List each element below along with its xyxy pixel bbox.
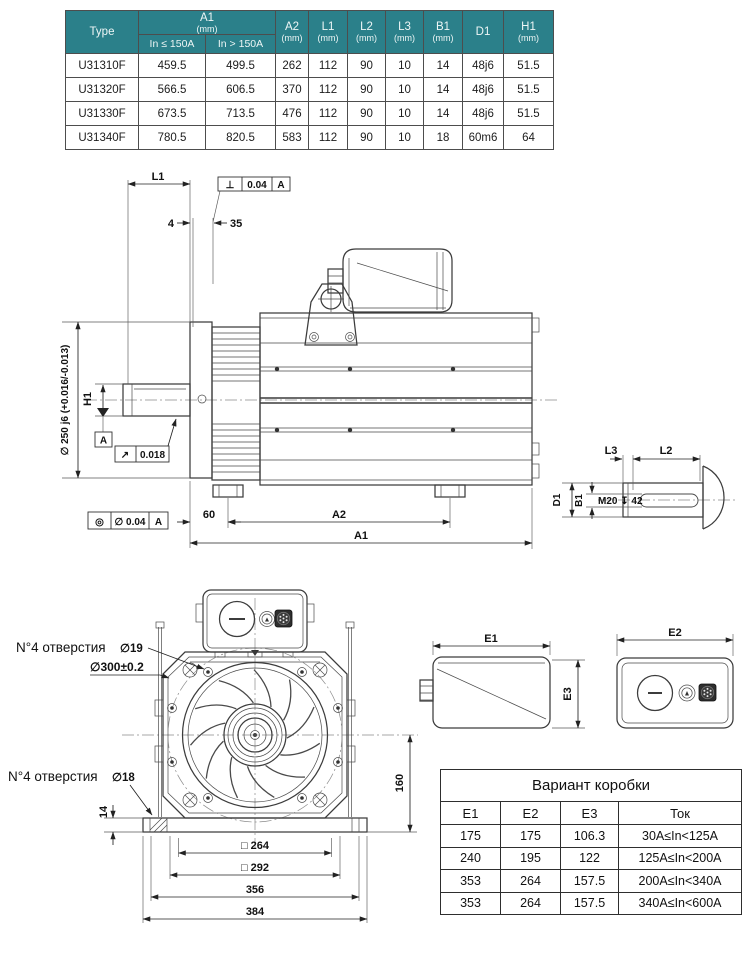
dim-e1-label: E1 (484, 633, 497, 645)
dim-h1-label: H1 (82, 392, 94, 406)
perpendicularity-frame: ⊥ 0.04 A (217, 176, 291, 192)
concentricity-symbol: ◎ (95, 517, 104, 528)
box-table-title: Вариант коробки (439, 769, 743, 802)
col-header-l3: L3(mm) (385, 10, 424, 54)
flange-bolt-holes (167, 667, 343, 803)
runout-symbol: ↗ (121, 450, 129, 461)
round-cover (218, 600, 256, 638)
pin-connector (274, 609, 293, 628)
terminal-box-side-view-small: E1 E3 (419, 633, 585, 729)
dim-l3-label: L3 (605, 445, 618, 457)
terminal-box-end-view-small: E2 (616, 627, 734, 729)
col-header-type: Type (65, 10, 139, 54)
box-col-current: Ток (617, 801, 743, 825)
perpendicularity-symbol: ⊥ (226, 180, 235, 191)
dim-l1-label: L1 (152, 171, 165, 183)
lifting-bracket (304, 283, 358, 346)
dia-250-label: ∅ 250 j6 (+0.016/-0.013) (60, 345, 71, 456)
callout-holes-19-dia: ∅19 (120, 643, 143, 655)
dim-60-label: 60 (203, 509, 215, 521)
callout-holes-18-dia: ∅18 (112, 772, 135, 784)
dim-a1-label: A1 (354, 530, 368, 542)
col-header-a2: A2(mm) (275, 10, 309, 54)
dim-e3-label: E3 (562, 687, 574, 700)
dim-d1-label: D1 (552, 493, 563, 506)
spec-table: Type A1(mm) A2(mm) L1(mm) L2(mm) L3(mm) … (65, 10, 554, 150)
col-header-d1: D1 (462, 10, 504, 54)
dim-4-label: 4 (168, 218, 175, 230)
runout-value: 0.018 (140, 450, 165, 461)
dim-384-label: 384 (246, 906, 265, 918)
dim-b1-label: B1 (574, 494, 585, 507)
mounting-feet (212, 484, 466, 498)
dim-356-label: 356 (246, 884, 264, 896)
dim-l2-label: L2 (660, 445, 673, 457)
col-header-b1: B1(mm) (423, 10, 463, 54)
callout-holes-19: N°4 отверстия (16, 640, 106, 655)
col-header-h1: H1(mm) (503, 10, 554, 54)
pin-connector-end (698, 683, 717, 702)
shaft-detail-view: L3 L2 D1 B1 M20 ↧ 42 (552, 445, 738, 530)
box-col-e2: E2 (500, 801, 561, 825)
dim-e2-label: E2 (668, 627, 681, 639)
datum-a-label: A (100, 436, 107, 447)
side-tabs (154, 699, 356, 763)
perpendicularity-datum: A (277, 180, 284, 191)
col-header-in-le: In ≤ 150A (138, 34, 206, 54)
shaft-end-cap (702, 465, 725, 530)
terminal-box-side (327, 248, 453, 313)
concentricity-value: ∅ 0.04 (115, 517, 146, 528)
dim-264-label: □ 264 (241, 840, 270, 852)
concentricity-datum: A (155, 517, 162, 528)
callout-holes-18: N°4 отверстия (8, 769, 98, 784)
callout-bolt-circle: ∅300±0.2 (90, 660, 144, 674)
box-col-e3: E3 (560, 801, 619, 825)
base-plate (142, 817, 368, 833)
corner-screws (182, 662, 328, 808)
col-header-a1: A1(mm) (138, 10, 276, 35)
dim-292-label: □ 292 (241, 862, 269, 874)
perpendicularity-value: 0.04 (247, 180, 267, 191)
dim-14-label: 14 (98, 805, 110, 818)
transport-rods (155, 621, 355, 817)
keyway (639, 493, 699, 508)
col-header-l1: L1(mm) (308, 10, 348, 54)
datum-a-box (94, 431, 113, 448)
thread-spec-label: M20 ↧ 42 (598, 496, 643, 507)
fin-section (211, 326, 261, 481)
motor-side-view: L1 ⊥ 0.04 A 4 35 ∅ 250 j6 (+0.016/-0.013… (60, 171, 560, 549)
dim-160-label: 160 (394, 774, 406, 792)
motor-front-view: N°4 отверстия ∅19 ∅300±0.2 N°4 отверстия… (8, 589, 418, 923)
col-header-l2: L2(mm) (347, 10, 386, 54)
dim-35-label: 35 (230, 218, 242, 230)
col-header-in-gt: In > 150A (205, 34, 276, 54)
concentricity-frame: ◎ ∅ 0.04 A (87, 511, 169, 530)
runout-frame: ↗ 0.018 (114, 418, 177, 463)
motor-body (259, 312, 540, 486)
datum-triangle (97, 408, 109, 417)
terminal-box-front (195, 589, 315, 653)
box-col-e1: E1 (440, 801, 501, 825)
dim-a2-label: A2 (332, 509, 346, 521)
